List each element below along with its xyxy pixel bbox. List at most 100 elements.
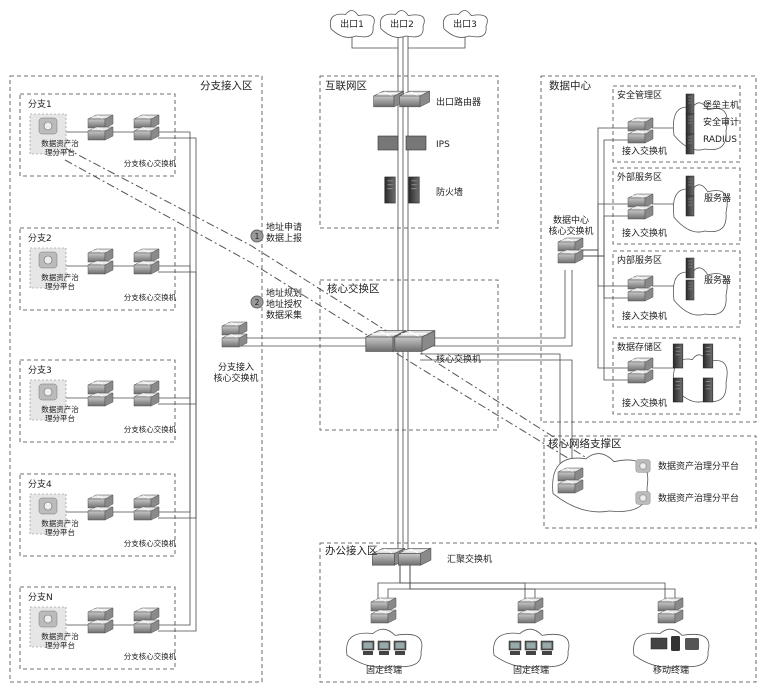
annotation-text-2: 数据采集 [266,309,302,321]
branch-core-switch-b-icon-3-bottom [133,392,160,407]
firewall-left-icon [384,176,396,204]
datacenter-zone-label: 数据中心 [549,79,591,92]
aggregation-switch-label: 汇聚交换机 [447,553,492,565]
support-switch-icon-top [557,467,584,482]
data-flow-dashed-line-1 [64,147,641,493]
aggregation-switch-right-icon [397,547,432,566]
mobile-laptop-icon [650,637,668,650]
security-item-3: RADIUS [703,135,737,145]
support-platform-icon-2 [635,491,651,505]
branch-core-switch-a-icon-4-bottom [87,506,114,521]
branch-platform-label-line2-1: 理分平台 [45,147,75,157]
annotation-text-1: 数据上报 [266,232,302,244]
storage-device-icon-3 [672,377,684,403]
branch-access-core-label: 分支接入 [218,361,254,373]
branch-switch-label-2: 分支核心交换机 [124,292,177,302]
security-mgmt-zone-label: 安全管理区 [617,89,662,101]
data-storage-zone-label: 数据存储区 [617,341,662,353]
internal-service-zone-label: 内部服务区 [617,254,662,266]
annotation-number-2: 2 [255,298,260,307]
security-mgmt-zone [612,85,741,163]
branch-switch-label-5: 分支核心交换机 [124,651,177,661]
internet-zone [319,75,499,229]
exit1-link [351,36,398,49]
agg-to-group-a-2 [399,565,526,605]
branch-platform-label-line2-5: 理分平台 [45,640,75,650]
office-access-switch-icon-2-top [517,597,544,612]
security-server-icon-3 [685,133,695,155]
security-item-2: 安全审计 [703,116,739,128]
core-to-support-link-2 [420,359,573,470]
internet-zone-label: 互联网区 [325,80,367,92]
branch-core-switch-b-icon-2-bottom [133,260,160,275]
branch-core-switch-a-icon-1-bottom [87,126,114,141]
branch-core-switch-a-icon-3-top [87,380,114,395]
annotation-badge-2 [250,295,264,309]
branch-name-1: 分支1 [28,98,52,110]
branch-uplink-a-2 [158,265,191,335]
branch-box-3 [19,359,176,443]
exit-label-1: 出口1 [340,18,364,30]
support-platform-label-1: 数据资产治理分平台 [658,460,739,472]
branch-core-switch-b-icon-5-bottom [133,619,160,634]
branch-uplink-a-4 [158,335,191,513]
dc-access-switch-icon-1-top [627,117,654,132]
dc-access-switch-icon-1-bottom [627,129,654,144]
dc-zone-cloud-3 [673,267,728,316]
firewall-label: 防火墙 [436,186,463,198]
storage-device-icon-1 [672,343,684,369]
terminal-label-3: 移动终端 [653,664,689,676]
security-server-icon-2 [685,113,695,135]
branch-core-switch-b-icon-1-top [133,114,160,129]
core-switch-right-icon [394,329,436,353]
datacenter-zone [540,75,757,423]
agg-to-group-b-2 [409,565,536,605]
dc-access-switch-icon-2-top [627,193,654,208]
dc-to-access-a-4 [575,249,632,369]
dc-zone-cloud-4 [673,354,728,403]
dc-access-switch-icon-3-top [627,275,654,290]
dc-access-switch-label-3: 接入交换机 [622,310,667,322]
branch-platform-label-line2-4: 理分平台 [45,527,75,537]
branch-box-2 [19,227,176,311]
storage-device-icon-2 [702,343,714,369]
security-item-1: 堡垒主机 [703,99,739,111]
support-switch-icon-bottom [557,479,584,494]
dc-access-switch-label-2: 接入交换机 [622,227,667,239]
core-network-support-zone-label: 核心网络支撑区 [548,437,622,450]
branch-name-5: 分支N [28,591,53,603]
server-label-1: 服务器 [704,192,731,204]
branch-platform-label-line1-2: 数据资产治 [41,272,79,282]
security-server-icon-1 [685,93,695,115]
branch-access-zone-label: 分支接入区 [200,79,253,92]
agg-to-group-a-3 [399,565,666,605]
exit-router-label: 出口路由器 [436,96,481,108]
branch-core-switch-a-icon-2-bottom [87,260,114,275]
service-server-icon-1-1 [685,175,695,197]
service-server-icon-1-2 [685,195,695,217]
dc-core-switch-icon-bottom [557,249,584,264]
core-switch-label: 核心交换机 [436,353,481,365]
fixed-terminal-icon-2-2 [524,640,538,656]
branch-core-switch-b-icon-3-top [133,380,160,395]
core-to-support-link [420,353,561,470]
fixed-terminal-icon-2-3 [540,640,554,656]
dc-access-switch-icon-3-bottom [627,287,654,302]
exit-cloud-3 [442,10,488,38]
office-access-switch-icon-1-top [370,597,397,612]
branch-access-core-switch-icon-top [221,321,248,336]
branch-uplink-a-5 [158,335,191,626]
dc-core-switch-label: 核心交换机 [548,225,593,237]
fixed-terminal-icon-2-1 [508,640,522,656]
office-access-switch-icon-2-bottom [517,609,544,624]
branch-access-zone [9,75,263,683]
external-service-zone-label: 外部服务区 [617,171,662,183]
branch-core-switch-a-icon-5-bottom [87,619,114,634]
server-label-2: 服务器 [704,274,731,286]
agg-to-group-b-3 [409,565,676,605]
branch-box-4 [19,473,176,557]
annotation-badge-1 [250,229,264,243]
core-to-dc-link-2 [420,270,573,347]
branch-platform-icon-4 [38,497,58,515]
branch-core-switch-b-icon-5-top [133,607,160,622]
